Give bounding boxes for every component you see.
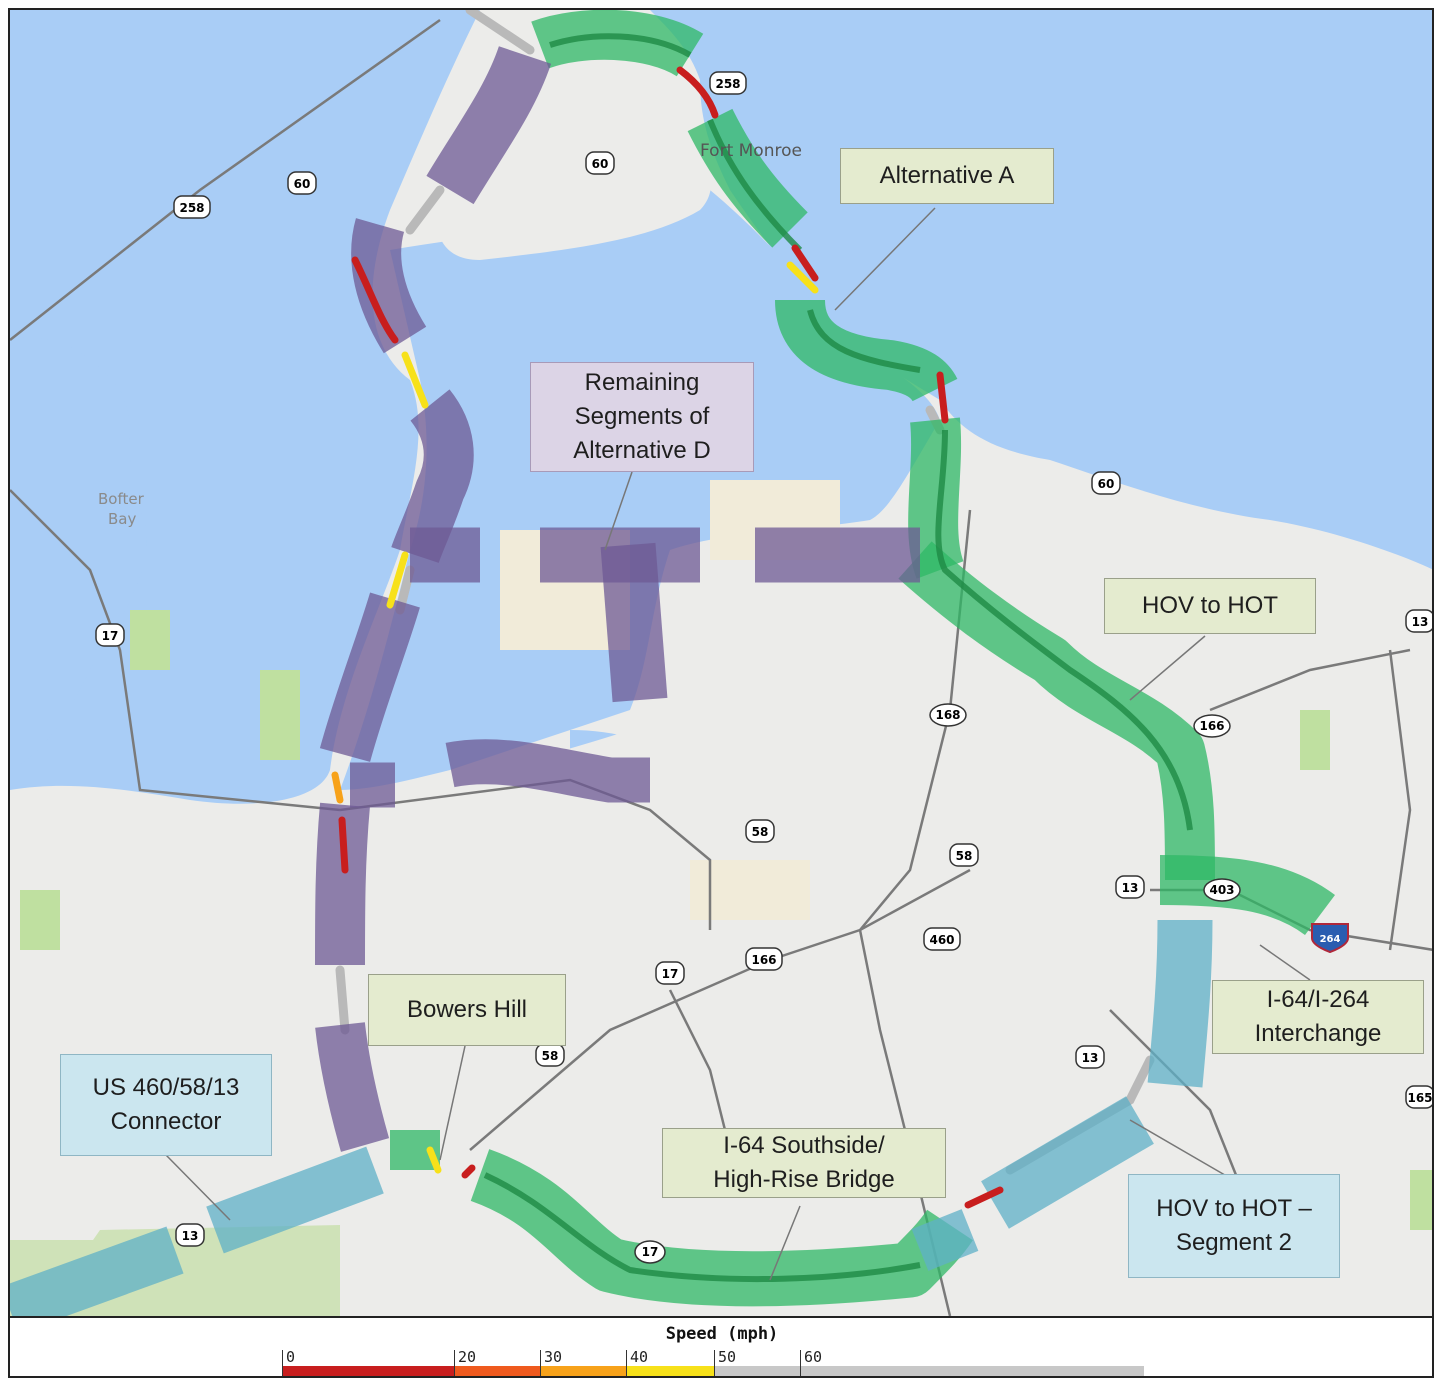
- water-west: [10, 337, 147, 770]
- purple-overlay: [315, 45, 920, 1152]
- shield-166: 166: [1193, 714, 1231, 738]
- label-bay-line2: Bay: [108, 510, 136, 528]
- park-7: [20, 890, 60, 950]
- callout-bowers-hill: Bowers Hill: [368, 974, 566, 1046]
- svg-text:60: 60: [1098, 477, 1115, 491]
- legend-title: Speed (mph): [665, 1324, 779, 1344]
- green-road-centerline: [483, 33, 1193, 1283]
- label-bay-line1: Bofter: [98, 490, 145, 508]
- shield-166-low: 166: [745, 947, 783, 971]
- park-4: [130, 610, 170, 670]
- label-fort-monroe: Fort Monroe: [700, 141, 802, 161]
- leader-lines: [164, 207, 1311, 1281]
- shield-258-left: 258: [173, 195, 211, 219]
- svg-text:168: 168: [935, 708, 960, 722]
- svg-text:13: 13: [182, 1229, 199, 1243]
- legend-bar-30-40: [540, 1366, 626, 1376]
- svg-text:460: 460: [929, 933, 954, 947]
- legend-tick-60: [800, 1350, 801, 1376]
- svg-text:264: 264: [1320, 934, 1341, 945]
- legend-tick-20: [454, 1350, 455, 1376]
- svg-text:258: 258: [715, 77, 740, 91]
- callout-us460-connector: US 460/58/13 Connector: [60, 1054, 272, 1156]
- shield-165: 165: [1405, 1085, 1432, 1109]
- svg-text:17: 17: [642, 1245, 659, 1259]
- legend-tick-30: [540, 1350, 541, 1376]
- legend-tick-50: [714, 1350, 715, 1376]
- callout-i64-southside: I-64 Southside/ High-Rise Bridge: [662, 1128, 946, 1198]
- urban-3: [690, 860, 810, 920]
- svg-text:13: 13: [1082, 1051, 1099, 1065]
- shield-403: 403: [1203, 878, 1241, 902]
- shield-13-mid: 13: [1115, 875, 1145, 899]
- shield-58-right: 58: [949, 843, 979, 867]
- park-6: [1410, 1170, 1432, 1230]
- shield-17-south: 17: [634, 1240, 666, 1264]
- shield-17-left: 17: [95, 623, 125, 647]
- callout-hov-to-hot: HOV to HOT: [1104, 578, 1316, 634]
- svg-text:403: 403: [1209, 883, 1234, 897]
- shield-i264: 264: [1311, 923, 1349, 954]
- legend-bar-0-20: [282, 1366, 454, 1376]
- legend-label-60: 60: [804, 1348, 823, 1366]
- legend-bar-20-30: [454, 1366, 540, 1376]
- svg-text:166: 166: [1199, 719, 1224, 733]
- park-5: [1300, 710, 1330, 770]
- svg-text:60: 60: [294, 177, 311, 191]
- svg-text:58: 58: [542, 1049, 559, 1063]
- shield-60-east: 60: [1091, 471, 1121, 495]
- shield-13-right: 13: [1405, 609, 1432, 633]
- callout-i64-i264-interchange: I-64/I-264 Interchange: [1212, 980, 1424, 1054]
- shield-58-mid: 58: [745, 819, 775, 843]
- svg-text:166: 166: [751, 953, 776, 967]
- shield-60-a: 60: [287, 171, 317, 195]
- shield-17-bottom: 17: [655, 961, 685, 985]
- legend-tick-40: [626, 1350, 627, 1376]
- legend-label-20: 20: [458, 1348, 477, 1366]
- callout-alternative-a: Alternative A: [840, 148, 1054, 204]
- legend-bar-40-50: [626, 1366, 714, 1376]
- svg-text:17: 17: [662, 967, 679, 981]
- svg-text:60: 60: [592, 157, 609, 171]
- shield-13-low: 13: [1075, 1045, 1105, 1069]
- svg-text:13: 13: [1412, 615, 1429, 629]
- shield-58-low: 58: [535, 1043, 565, 1067]
- callout-remaining-segments-d: Remaining Segments of Alternative D: [530, 362, 754, 472]
- map-canvas[interactable]: Fort Monroe Bofter Bay 258 258 60 60 60 …: [10, 10, 1434, 1316]
- blue-overlay: [10, 919, 1213, 1316]
- svg-text:17: 17: [102, 629, 119, 643]
- shield-460: 460: [923, 927, 961, 951]
- svg-text:58: 58: [956, 849, 973, 863]
- svg-text:58: 58: [752, 825, 769, 839]
- legend-label-40: 40: [630, 1348, 649, 1366]
- park-3: [260, 670, 300, 760]
- legend-bar-50-plus: [714, 1366, 1144, 1376]
- callout-hov-hot-segment-2: HOV to HOT – Segment 2: [1128, 1174, 1340, 1278]
- shield-60-b: 60: [585, 151, 615, 175]
- svg-text:165: 165: [1407, 1091, 1432, 1105]
- shield-168: 168: [929, 703, 967, 727]
- legend-tick-0: [282, 1350, 283, 1376]
- legend-label-50: 50: [718, 1348, 737, 1366]
- svg-text:258: 258: [179, 201, 204, 215]
- route-shields: 258 258 60 60 60 17 168 166 13 58 58 13 …: [95, 71, 1432, 1264]
- shield-258-top: 258: [709, 71, 747, 95]
- map-frame: Fort Monroe Bofter Bay 258 258 60 60 60 …: [8, 8, 1434, 1378]
- svg-text:13: 13: [1122, 881, 1139, 895]
- shield-13-sw: 13: [175, 1223, 205, 1247]
- speed-legend: Speed (mph) 0 20 30 40 50 60: [10, 1316, 1432, 1376]
- legend-label-30: 30: [544, 1348, 563, 1366]
- legend-label-0: 0: [286, 1348, 296, 1366]
- speed-segments: [331, 66, 1004, 1209]
